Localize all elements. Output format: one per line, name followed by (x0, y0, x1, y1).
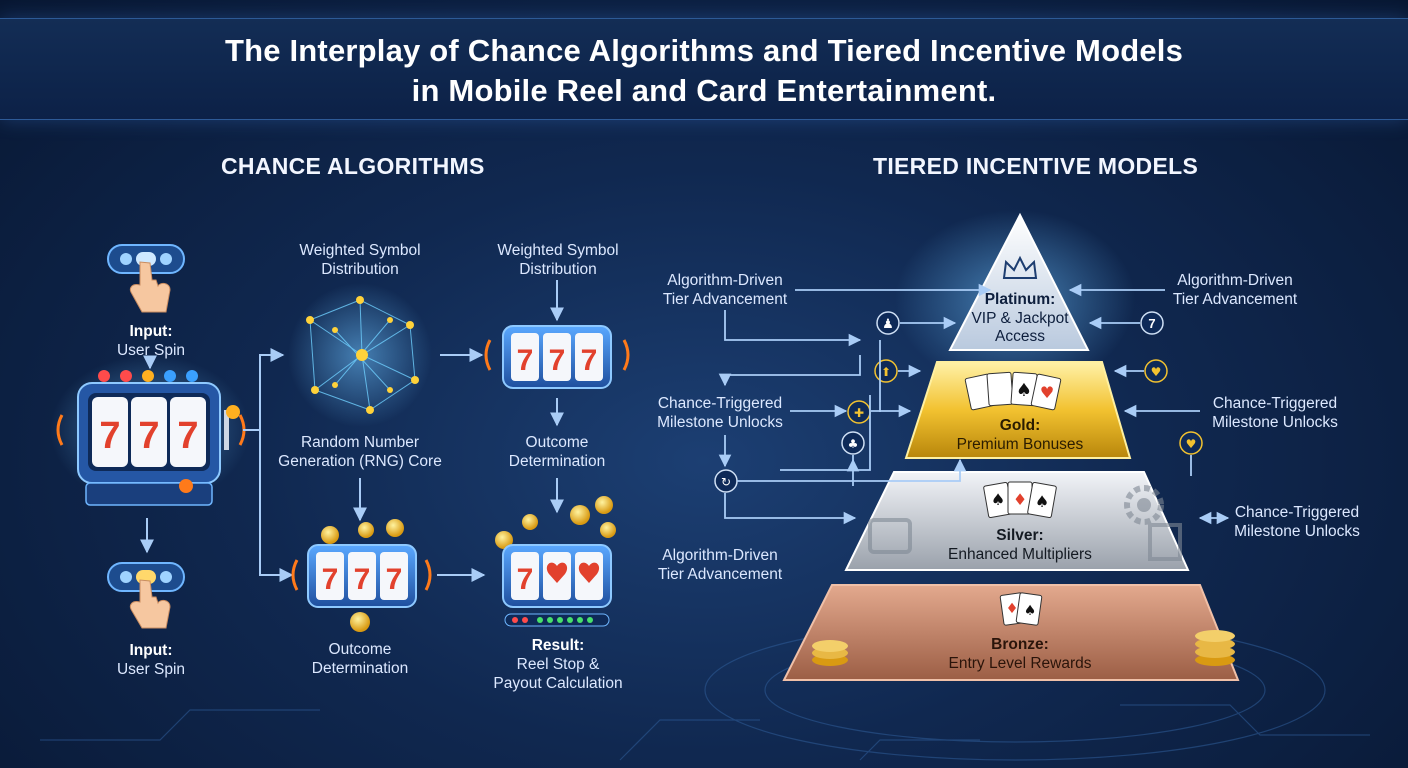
platinum-line2: Access (995, 328, 1045, 345)
gear-icon (868, 485, 1182, 561)
playing-cards-icon: ♠ ♥ (964, 371, 1062, 411)
milestone-left-line2: Milestone Unlocks (657, 414, 783, 431)
weighted-2-line2: Distribution (519, 261, 597, 278)
adv-top-left-line1: Algorithm-Driven (667, 272, 783, 289)
svg-text:7: 7 (517, 563, 534, 596)
bronze-tier (782, 584, 1240, 681)
result-line2: Payout Calculation (493, 675, 623, 692)
outcome-1-line2: Determination (508, 453, 606, 470)
coin-icon (495, 496, 616, 549)
svg-text:♥: ♥ (1040, 383, 1054, 402)
input-top-sub: User Spin (116, 342, 186, 359)
input-top-title: Input: (129, 323, 173, 340)
tiered-incentive-heading: TIERED INCENTIVE MODELS (873, 153, 1199, 179)
svg-text:7: 7 (322, 563, 339, 596)
gold-tier (904, 361, 1132, 459)
weighted-1-line2: Distribution (321, 261, 399, 278)
adv-top-right-line1: Algorithm-Driven (1177, 272, 1293, 289)
svg-text:7: 7 (99, 415, 120, 457)
crown-icon (1002, 255, 1038, 279)
rng-line1: Random Number (300, 434, 420, 451)
svg-text:↻: ↻ (721, 475, 731, 489)
svg-text:♣: ♣ (848, 437, 859, 451)
svg-text:♠: ♠ (1024, 603, 1037, 619)
hand-pointer-icon (107, 244, 185, 313)
bronze-name: Bronze: (991, 636, 1049, 653)
title-banner: The Interplay of Chance Algorithms and T… (0, 18, 1408, 120)
chance-algorithms-heading: CHANCE ALGORITHMS (221, 153, 485, 179)
svg-text:♦: ♦ (1006, 601, 1019, 617)
svg-text:♟: ♟ (882, 317, 894, 332)
weighted-1-line1: Weighted Symbol (299, 242, 421, 259)
svg-text:7: 7 (581, 344, 598, 377)
svg-text:✚: ✚ (854, 406, 864, 420)
silver-desc: Enhanced Multipliers (948, 546, 1092, 563)
title-line-1: The Interplay of Chance Algorithms and T… (224, 33, 1184, 68)
hand-pointer-icon (107, 562, 185, 629)
svg-text:⬆: ⬆ (881, 365, 891, 379)
heart-icon: ♥ (1144, 359, 1168, 383)
svg-text:7: 7 (1148, 316, 1155, 331)
svg-text:7: 7 (549, 344, 566, 377)
up-arrow-icon: ⬆ (874, 359, 898, 383)
milestone-right-line1: Chance-Triggered (1212, 395, 1338, 412)
playing-cards-icon: ♠ ♦ ♠ (983, 481, 1057, 519)
weighted-2-line1: Weighted Symbol (497, 242, 619, 259)
milestone-left-line1: Chance-Triggered (657, 395, 783, 412)
coin-stack-icon (812, 630, 1235, 666)
svg-text:♠: ♠ (1016, 380, 1032, 401)
outcome-1-line1: Outcome (525, 434, 589, 451)
milestone-right-line2: Milestone Unlocks (1212, 414, 1338, 431)
silver-tier (844, 471, 1190, 571)
spade-icon: ♣ (841, 431, 865, 455)
adv-top-left-line2: Tier Advancement (662, 291, 788, 308)
result-reel-icon: 7 (502, 544, 612, 627)
svg-text:7: 7 (177, 415, 198, 457)
adv-bottom-left-line1: Algorithm-Driven (662, 547, 778, 564)
outcome-2-line1: Outcome (328, 641, 392, 658)
reel-icon: 7 7 7 (291, 519, 432, 632)
svg-text:♠: ♠ (1035, 492, 1049, 511)
adv-top-right-line2: Tier Advancement (1172, 291, 1298, 308)
svg-text:♦: ♦ (1013, 490, 1027, 509)
svg-text:♥: ♥ (1151, 365, 1162, 379)
svg-text:7: 7 (517, 344, 534, 377)
outcome-2-line2: Determination (311, 660, 409, 677)
lock-icon: ♟ (876, 311, 900, 335)
seven-icon: 7 (1140, 311, 1164, 335)
refresh-icon: ↻ (714, 469, 738, 493)
result-title: Result: (531, 637, 585, 654)
gold-desc: Premium Bonuses (956, 436, 1084, 453)
title-line-2: in Mobile Reel and Card Entertainment. (411, 73, 997, 108)
platinum-tier (948, 212, 1090, 351)
input-bottom-title: Input: (129, 642, 173, 659)
milestone-right-2-line1: Chance-Triggered (1234, 504, 1360, 521)
platinum-line1: VIP & Jackpot (971, 310, 1069, 327)
svg-text:7: 7 (386, 563, 403, 596)
shield-icon: ♥ (1179, 431, 1203, 455)
result-line1: Reel Stop & (516, 656, 600, 673)
clover-icon: ✚ (847, 400, 871, 424)
milestone-right-2-line2: Milestone Unlocks (1234, 523, 1360, 540)
bronze-desc: Entry Level Rewards (948, 655, 1092, 672)
gold-name: Gold: (999, 417, 1041, 434)
playing-cards-icon: ♦ ♠ (999, 592, 1043, 626)
rng-line2: Generation (RNG) Core (278, 453, 442, 470)
input-bottom-sub: User Spin (116, 661, 186, 678)
svg-text:♥: ♥ (1186, 437, 1197, 451)
svg-text:♠: ♠ (991, 490, 1005, 509)
svg-text:7: 7 (354, 563, 371, 596)
adv-bottom-left-line2: Tier Advancement (657, 566, 783, 583)
network-icon (288, 283, 432, 427)
svg-text:7: 7 (138, 415, 159, 457)
silver-name: Silver: (996, 527, 1044, 544)
reel-icon: 7 7 7 (484, 325, 630, 389)
slot-machine-icon: 7 7 7 (50, 355, 250, 506)
platinum-name: Platinum: (984, 291, 1056, 308)
